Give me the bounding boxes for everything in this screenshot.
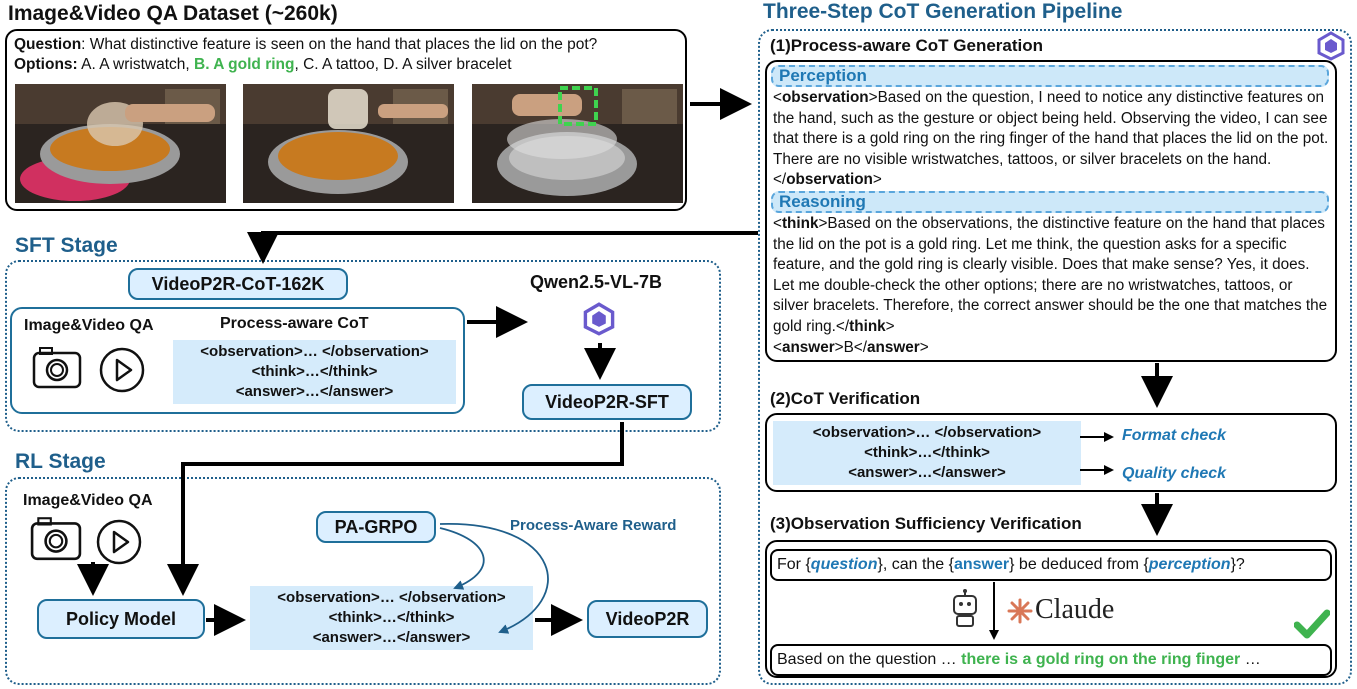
sft-output-badge: VideoP2R-SFT — [522, 384, 692, 420]
prompt-end: }? — [1230, 556, 1245, 573]
tag-observation: <observation>… </observation> — [812, 424, 1042, 441]
question-prompt-box: For {question}, can the {answer} be dedu… — [770, 549, 1332, 581]
quality-check-label: Quality check — [1122, 465, 1227, 482]
reasoning-label: Reasoning — [771, 191, 1329, 213]
perception-label: Perception — [771, 65, 1329, 87]
sft-cot-tags: <observation>… </observation> <think>…</… — [173, 340, 456, 404]
qwen-model-label: Qwen2.5-VL-7B — [530, 272, 663, 292]
sft-dataset-badge: VideoP2R-CoT-162K — [128, 268, 348, 300]
step1-title: (1)Process-aware CoT Generation — [770, 36, 1044, 55]
observation-text: Based on the question, I need to notice … — [773, 89, 1329, 189]
sufficiency-box: For {question}, can the {answer} be dedu… — [765, 540, 1337, 678]
videop2r-badge: VideoP2R — [587, 600, 708, 638]
cot-generation-box: Perception <observation>Based on the que… — [765, 60, 1337, 362]
sft-play-icon — [98, 346, 146, 399]
question-line: Question: What distinctive feature is se… — [14, 36, 597, 54]
rl-tag-answer: <answer>…</answer> — [312, 629, 471, 646]
claude-logo-icon — [1007, 598, 1033, 629]
robot-icon — [950, 588, 980, 635]
rl-title: RL Stage — [15, 450, 106, 473]
qwen-logo-icon — [1316, 31, 1346, 66]
video-frame-3 — [472, 84, 683, 203]
options-line: Options: A. A wristwatch, B. A gold ring… — [14, 56, 512, 74]
rl-cot-tags: <observation>… </observation> <think>…</… — [250, 586, 533, 650]
qwen-model-icon — [581, 302, 617, 341]
sft-tag-observation: <observation>… </observation> — [200, 343, 429, 360]
options-label: Options: — [14, 56, 78, 73]
think-text: Based on the observations, the distincti… — [773, 215, 1328, 335]
observation-paragraph: <observation>Based on the question, I ne… — [773, 89, 1329, 189]
pa-grpo-badge: PA-GRPO — [316, 511, 436, 543]
video-frame-1 — [15, 84, 226, 203]
check-icon — [1293, 609, 1331, 644]
video-frame-2 — [243, 84, 454, 203]
cot-verification-box: <observation>… </observation> <think>…</… — [765, 413, 1337, 492]
result-suffix: … — [1240, 651, 1261, 668]
sft-input-box: Image&Video QA Process-aware CoT <observ… — [10, 307, 465, 414]
prompt-for: For { — [777, 556, 811, 573]
think-paragraph: <think>Based on the observations, the di… — [773, 215, 1328, 356]
think-open-tag: think — [781, 215, 819, 232]
prompt-question: question — [810, 556, 878, 573]
prompt-perception: perception — [1148, 556, 1231, 573]
sft-cot-label: Process-aware CoT — [220, 315, 369, 332]
verification-tags: <observation>… </observation> <think>…</… — [773, 421, 1081, 485]
question-label: Question — [14, 36, 82, 53]
answer-value: B</ — [843, 338, 867, 356]
step2-title: (2)CoT Verification — [770, 389, 921, 408]
pipeline-title: Three-Step CoT Generation Pipeline — [763, 0, 1123, 23]
observation-close-tag: observation — [786, 171, 873, 189]
rl-container — [5, 477, 721, 685]
tag-think: <think>…</think> — [864, 444, 990, 461]
rl-play-icon — [95, 518, 143, 571]
dataset-title: Image&Video QA Dataset (~260k) — [8, 2, 338, 25]
pipeline-container — [758, 29, 1352, 685]
result-prefix: Based on the question … — [777, 651, 962, 668]
rl-camera-icon — [30, 515, 82, 566]
prompt-mid2: } be deduced from { — [1009, 556, 1149, 573]
rl-qa-label: Image&Video QA — [23, 492, 153, 509]
rl-tag-observation: <observation>… </observation> — [277, 589, 506, 606]
answer-open-tag: answer — [781, 338, 835, 356]
policy-model-badge: Policy Model — [37, 599, 205, 639]
result-green: there is a gold ring on the ring finger — [961, 651, 1241, 668]
sft-tag-answer: <answer>…</answer> — [235, 383, 394, 400]
step3-title: (3)Observation Sufficiency Verification — [770, 514, 1082, 533]
option-a: A. A wristwatch, — [77, 56, 195, 73]
sft-title: SFT Stage — [15, 234, 118, 257]
answer-close-tag: answer — [866, 338, 920, 356]
sft-container — [5, 260, 721, 432]
prompt-answer: answer — [953, 556, 1010, 573]
observation-open-tag: observation — [781, 89, 869, 106]
option-rest: , C. A tattoo, D. A silver bracelet — [294, 56, 512, 73]
option-b: B. A gold ring — [194, 56, 295, 73]
sft-tag-think: <think>…</think> — [251, 363, 378, 380]
dataset-box: Question: What distinctive feature is se… — [5, 29, 687, 211]
prompt-mid1: }, can the { — [877, 556, 954, 573]
claude-label: Claude — [1035, 594, 1115, 625]
sft-qa-label: Image&Video QA — [24, 317, 154, 334]
reward-label: Process-Aware Reward — [510, 517, 677, 534]
sft-camera-icon — [32, 345, 82, 394]
format-check-label: Format check — [1122, 427, 1227, 444]
result-box: Based on the question … there is a gold … — [770, 644, 1332, 676]
question-text: : What distinctive feature is seen on th… — [81, 36, 598, 53]
think-close-tag: think — [849, 317, 886, 335]
rl-tag-think: <think>…</think> — [328, 609, 455, 626]
tag-answer: <answer>…</answer> — [848, 464, 1006, 481]
